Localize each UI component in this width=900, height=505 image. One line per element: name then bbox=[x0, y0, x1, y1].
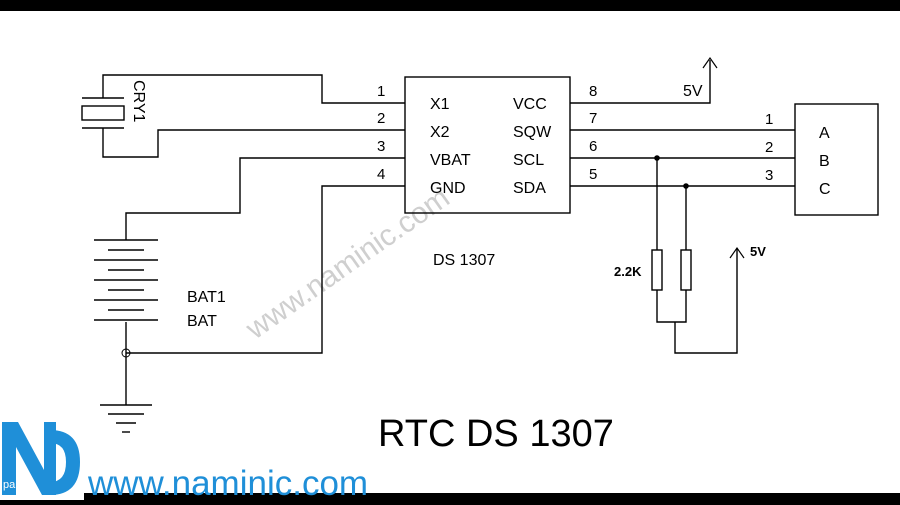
resistor-scl bbox=[651, 249, 663, 291]
battery-label: BAT1 bbox=[187, 289, 226, 306]
ic-pin-number-2: 2 bbox=[377, 110, 385, 127]
ic-pin-label-sqw: SQW bbox=[513, 124, 552, 141]
junction-scl bbox=[654, 155, 660, 161]
junction-sda bbox=[683, 183, 689, 189]
vcc-arrow-icon bbox=[702, 56, 718, 69]
logo-d-shape bbox=[50, 430, 80, 495]
ic-pin-label-vbat: VBAT bbox=[430, 152, 471, 169]
ic-pin-number-7: 7 bbox=[589, 110, 597, 127]
ic-body bbox=[404, 76, 571, 214]
ic-pin-number-1: 1 bbox=[377, 83, 385, 100]
wire-pullup-5v bbox=[674, 248, 738, 354]
wire-x2 bbox=[102, 129, 405, 158]
brand-logo: parti... bbox=[0, 418, 84, 500]
battery bbox=[94, 239, 158, 321]
crystal-body bbox=[81, 105, 125, 121]
ic-pin-label-sda: SDA bbox=[513, 180, 546, 197]
resistor-label: 2.2K bbox=[614, 264, 642, 279]
pullup-arrow-icon bbox=[729, 246, 745, 259]
connector-pin-label-b: B bbox=[819, 153, 830, 170]
battery-sublabel: BAT bbox=[187, 313, 217, 330]
ic-pin-label-x1: X1 bbox=[430, 96, 450, 113]
wire-gnd bbox=[126, 185, 405, 354]
wires bbox=[102, 60, 795, 405]
crystal: CRY1 bbox=[81, 78, 147, 155]
ic-pin-number-5: 5 bbox=[589, 166, 597, 183]
ic-pin-label-gnd: GND bbox=[430, 180, 466, 197]
ic-pin-number-8: 8 bbox=[589, 83, 597, 100]
logo-tagline: parti... bbox=[3, 479, 34, 491]
wire-resistor-join bbox=[656, 290, 687, 323]
connector-pin-number-2: 2 bbox=[765, 139, 773, 156]
schematic-background bbox=[0, 11, 900, 493]
pullup-label: 5V bbox=[750, 244, 766, 259]
ic-pin-label-vcc: VCC bbox=[513, 96, 547, 113]
connector-pin-number-3: 3 bbox=[765, 167, 773, 184]
connector-pin-number-1: 1 bbox=[765, 111, 773, 128]
logo-n-shape bbox=[2, 422, 56, 495]
ic-name: DS 1307 bbox=[433, 252, 495, 269]
wire-x1 bbox=[102, 74, 405, 104]
wire-vbat bbox=[125, 157, 405, 240]
crystal-label: CRY1 bbox=[130, 80, 147, 122]
ic-pin-number-3: 3 bbox=[377, 138, 385, 155]
ic-pin-label-scl: SCL bbox=[513, 152, 544, 169]
connector-body bbox=[794, 103, 879, 216]
ground-symbol bbox=[100, 404, 152, 433]
connector-pin-label-a: A bbox=[819, 125, 830, 142]
wire-vcc bbox=[570, 60, 711, 104]
junction-battery bbox=[121, 348, 131, 358]
vcc-label: 5V bbox=[683, 83, 703, 100]
connector-pin-label-c: C bbox=[819, 181, 831, 198]
footer-url[interactable]: www.naminic.com bbox=[87, 464, 368, 503]
resistor-sda bbox=[680, 249, 692, 291]
ic-pin-number-6: 6 bbox=[589, 138, 597, 155]
ic-pin-label-x2: X2 bbox=[430, 124, 450, 141]
ic-pin-number-4: 4 bbox=[377, 166, 385, 183]
diagram-title: RTC DS 1307 bbox=[378, 413, 614, 455]
